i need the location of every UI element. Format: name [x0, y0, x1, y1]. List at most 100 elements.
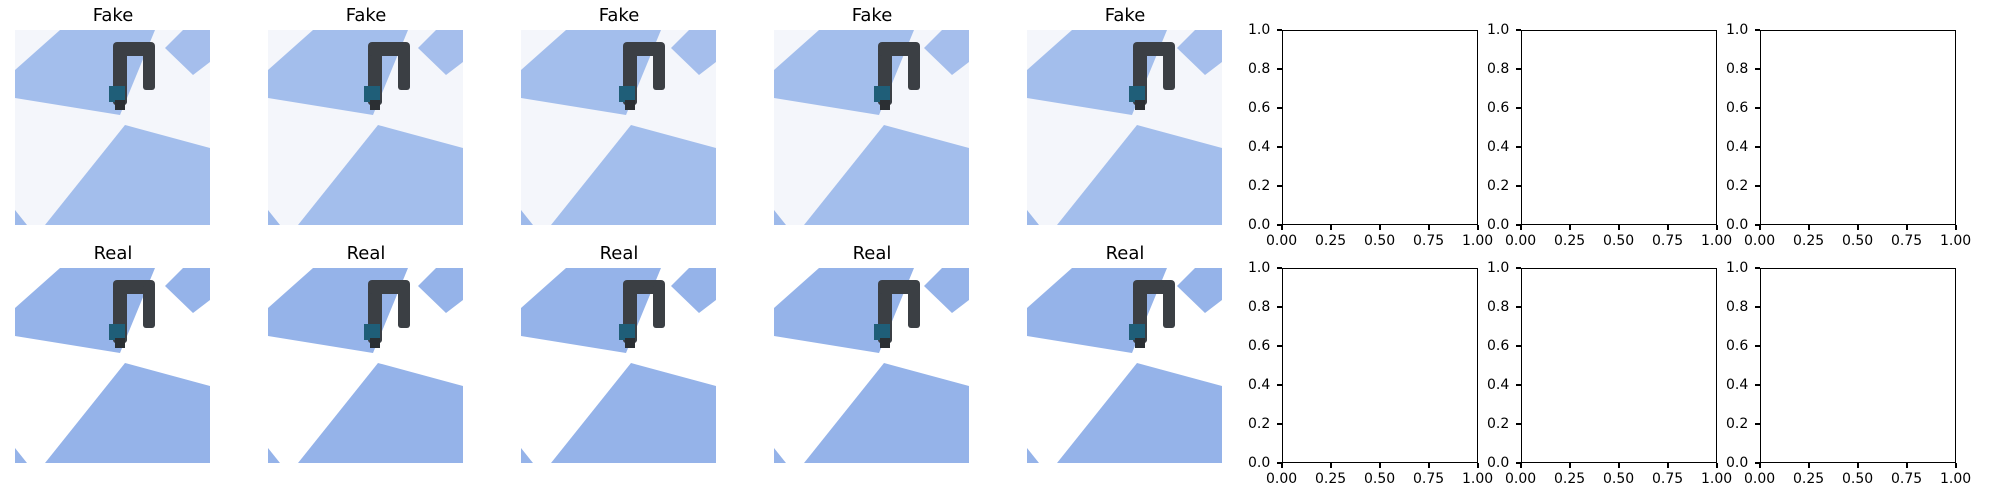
x-tick-label: 0.00 — [1505, 471, 1537, 487]
y-tick-label: 0.8 — [1726, 61, 1749, 77]
x-tick-mark — [1330, 225, 1332, 230]
y-tick-label: 0.0 — [1248, 217, 1271, 233]
x-tick-label: 0.00 — [1266, 471, 1298, 487]
x-tick-label: 0.75 — [1413, 233, 1445, 249]
x-tick-label: 0.50 — [1364, 471, 1396, 487]
x-tick-mark — [1281, 463, 1283, 468]
y-tick-mark — [1755, 384, 1760, 386]
panel-title: Fake — [345, 5, 387, 26]
x-tick-mark — [1906, 463, 1908, 468]
y-tick-mark — [1755, 306, 1760, 308]
x-tick-label: 1.00 — [1462, 471, 1494, 487]
y-tick-mark — [1755, 29, 1760, 31]
x-tick-label: 0.50 — [1603, 233, 1635, 249]
y-tick-mark — [1277, 384, 1282, 386]
y-tick-mark — [1755, 423, 1760, 425]
empty-axes — [1282, 268, 1478, 463]
y-tick-label: 0.6 — [1726, 338, 1749, 354]
fake-image-panel — [15, 30, 210, 225]
panel-image — [774, 30, 969, 225]
y-tick-mark — [1516, 68, 1521, 70]
x-tick-mark — [1569, 463, 1571, 468]
panel-image — [521, 30, 716, 225]
x-tick-mark — [1330, 463, 1332, 468]
x-tick-mark — [1379, 225, 1381, 230]
y-tick-mark — [1755, 68, 1760, 70]
y-tick-label: 0.0 — [1487, 455, 1510, 471]
real-image-panel — [1027, 268, 1222, 463]
empty-axes — [1521, 268, 1717, 463]
x-tick-mark — [1428, 463, 1430, 468]
y-tick-label: 0.0 — [1487, 217, 1510, 233]
y-tick-mark — [1516, 29, 1521, 31]
x-tick-label: 0.50 — [1842, 471, 1874, 487]
panel-title: Real — [599, 243, 639, 264]
y-tick-label: 0.6 — [1248, 338, 1271, 354]
x-tick-label: 1.00 — [1462, 233, 1494, 249]
y-tick-mark — [1516, 107, 1521, 109]
panel-image — [521, 268, 716, 463]
empty-axes — [1282, 30, 1478, 225]
robot-arm-icon — [364, 280, 410, 348]
x-tick-mark — [1759, 463, 1761, 468]
robot-arm-icon — [109, 42, 155, 110]
y-tick-label: 1.0 — [1726, 260, 1749, 276]
x-tick-label: 0.75 — [1652, 233, 1684, 249]
x-tick-label: 0.00 — [1266, 233, 1298, 249]
x-tick-label: 0.25 — [1793, 233, 1825, 249]
x-tick-label: 0.75 — [1413, 471, 1445, 487]
x-tick-label: 0.00 — [1505, 233, 1537, 249]
y-tick-mark — [1755, 462, 1760, 464]
x-tick-mark — [1667, 463, 1669, 468]
y-tick-mark — [1277, 146, 1282, 148]
y-tick-label: 0.2 — [1248, 178, 1271, 194]
y-tick-mark — [1277, 68, 1282, 70]
x-tick-label: 0.75 — [1891, 471, 1923, 487]
y-tick-mark — [1516, 345, 1521, 347]
y-tick-label: 0.6 — [1487, 100, 1510, 116]
y-tick-label: 0.0 — [1726, 217, 1749, 233]
y-tick-mark — [1755, 267, 1760, 269]
y-tick-mark — [1277, 306, 1282, 308]
x-tick-label: 0.25 — [1315, 471, 1347, 487]
y-tick-label: 0.0 — [1726, 455, 1749, 471]
x-tick-mark — [1477, 463, 1479, 468]
panel-title: Real — [1105, 243, 1145, 264]
robot-arm-icon — [1129, 42, 1175, 110]
panel-title: Fake — [851, 5, 893, 26]
x-tick-mark — [1618, 225, 1620, 230]
robot-arm-icon — [1129, 280, 1175, 348]
y-tick-mark — [1516, 462, 1521, 464]
x-tick-mark — [1281, 225, 1283, 230]
y-tick-label: 0.8 — [1726, 299, 1749, 315]
y-tick-label: 0.8 — [1248, 299, 1271, 315]
x-tick-mark — [1808, 225, 1810, 230]
y-tick-mark — [1755, 345, 1760, 347]
x-tick-mark — [1716, 463, 1718, 468]
real-image-panel — [774, 268, 969, 463]
panel-title: Real — [346, 243, 386, 264]
x-tick-mark — [1716, 225, 1718, 230]
panel-image — [268, 268, 463, 463]
panel-image — [15, 30, 210, 225]
y-tick-label: 0.4 — [1248, 139, 1271, 155]
panel-image — [1027, 268, 1222, 463]
y-tick-label: 0.4 — [1726, 139, 1749, 155]
y-tick-mark — [1516, 423, 1521, 425]
real-image-panel — [15, 268, 210, 463]
x-tick-label: 0.25 — [1315, 233, 1347, 249]
x-tick-label: 1.00 — [1701, 471, 1733, 487]
y-tick-label: 0.4 — [1487, 377, 1510, 393]
y-tick-mark — [1516, 384, 1521, 386]
x-tick-label: 0.50 — [1842, 233, 1874, 249]
x-tick-mark — [1759, 225, 1761, 230]
panel-image — [1027, 30, 1222, 225]
y-tick-label: 0.2 — [1487, 178, 1510, 194]
x-tick-mark — [1520, 225, 1522, 230]
x-tick-label: 0.75 — [1891, 233, 1923, 249]
y-tick-label: 1.0 — [1487, 22, 1510, 38]
y-tick-label: 1.0 — [1248, 22, 1271, 38]
x-tick-label: 1.00 — [1940, 233, 1972, 249]
panel-title: Real — [93, 243, 133, 264]
y-tick-label: 1.0 — [1726, 22, 1749, 38]
